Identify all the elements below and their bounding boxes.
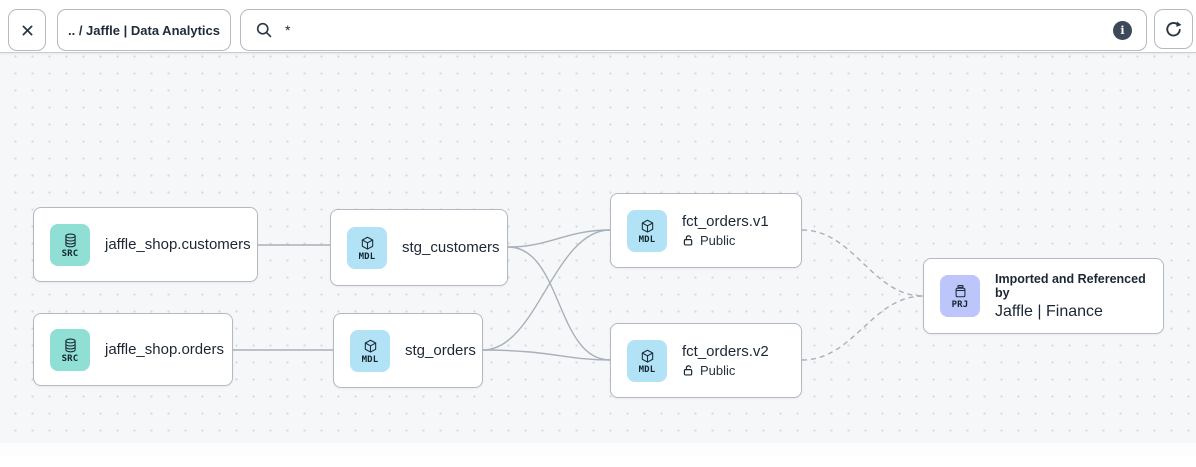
model-badge: MDL <box>627 339 667 382</box>
node-stg-orders[interactable]: MDL stg_orders <box>333 313 483 388</box>
cube-icon <box>361 236 373 250</box>
node-title: fct_orders.v2 <box>682 343 769 360</box>
badge-label: MDL <box>638 364 656 375</box>
refresh-icon <box>1166 21 1182 36</box>
badge-label: SRC <box>61 353 79 364</box>
node-stg-customers[interactable]: MDL stg_customers <box>330 209 508 286</box>
node-fct-orders-v1[interactable]: MDL fct_orders.v1 Public <box>610 193 802 268</box>
model-badge: MDL <box>627 209 667 252</box>
breadcrumb-label: .. / Jaffle | Data Analytics <box>68 22 220 38</box>
cube-icon <box>641 219 653 233</box>
node-title: jaffle_shop.customers <box>105 236 251 253</box>
database-icon <box>64 233 76 247</box>
model-badge: MDL <box>350 329 390 372</box>
search-input[interactable] <box>285 22 1101 38</box>
node-jaffle-shop-customers[interactable]: SRC jaffle_shop.customers <box>33 207 258 282</box>
refresh-button[interactable] <box>1154 9 1193 49</box>
badge-label: MDL <box>361 354 379 365</box>
node-title: stg_customers <box>402 239 500 256</box>
search-icon <box>256 22 272 38</box>
close-icon <box>22 25 32 35</box>
node-fct-orders-v2[interactable]: MDL fct_orders.v2 Public <box>610 323 802 398</box>
badge-label: MDL <box>638 234 656 245</box>
unlocked-padlock-icon <box>683 365 693 376</box>
breadcrumb[interactable]: .. / Jaffle | Data Analytics <box>57 9 231 51</box>
close-button[interactable] <box>8 9 46 51</box>
search-box[interactable]: i <box>240 9 1147 51</box>
model-badge: MDL <box>347 226 387 269</box>
node-title: fct_orders.v1 <box>682 213 769 230</box>
node-title: Jaffle | Finance <box>995 302 1103 320</box>
node-title: jaffle_shop.orders <box>105 341 224 358</box>
archive-box-icon <box>955 285 965 298</box>
database-icon <box>64 338 76 352</box>
toolbar: .. / Jaffle | Data Analytics i <box>0 0 1196 53</box>
badge-label: MDL <box>358 251 376 262</box>
node-project-jaffle-finance[interactable]: PRJ Imported and Referenced by Jaffle | … <box>923 258 1164 334</box>
unlocked-padlock-icon <box>683 235 693 246</box>
access-label: Public <box>700 363 736 378</box>
cube-icon <box>364 339 376 353</box>
node-subtitle: Imported and Referenced by <box>995 271 1146 300</box>
badge-label: PRJ <box>951 300 969 311</box>
badge-label: SRC <box>61 248 79 259</box>
info-icon[interactable]: i <box>1113 20 1132 40</box>
canvas-footer <box>0 443 1196 455</box>
project-badge: PRJ <box>940 275 980 317</box>
node-title: stg_orders <box>405 342 476 359</box>
cube-icon <box>641 349 653 363</box>
source-badge: SRC <box>50 328 90 371</box>
node-jaffle-shop-orders[interactable]: SRC jaffle_shop.orders <box>33 313 233 386</box>
access-label: Public <box>700 233 736 248</box>
source-badge: SRC <box>50 223 90 266</box>
